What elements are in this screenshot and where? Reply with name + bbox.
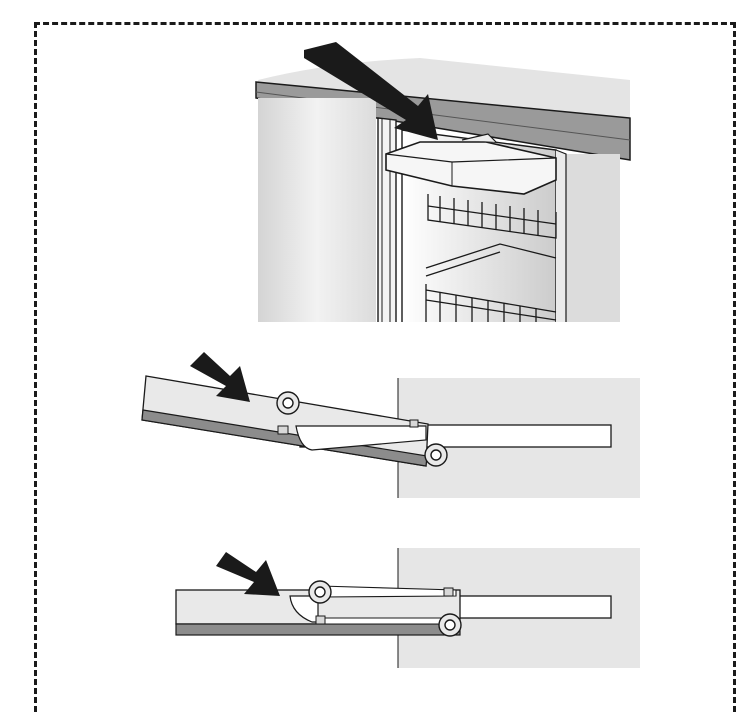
fridge-side-wall	[258, 98, 376, 324]
push-arrow-icon	[304, 42, 438, 140]
pivot-icon	[308, 580, 332, 604]
push-arrow-icon	[216, 552, 280, 596]
hinge-detail-closed-panel	[175, 548, 640, 668]
pivot-icon	[276, 391, 300, 415]
fridge-overview-panel	[255, 42, 631, 326]
door-frame	[377, 117, 397, 325]
hinge-detail-open-panel	[141, 352, 640, 498]
tilted-hinge-block	[141, 375, 429, 467]
instruction-diagram	[34, 22, 736, 712]
upper-basket	[427, 194, 557, 239]
hinge-cover-plate	[385, 141, 557, 195]
dashed-border-frame	[34, 22, 736, 712]
pivot-icon	[424, 443, 448, 467]
pivot-icon	[438, 613, 462, 637]
diagram-canvas	[141, 42, 640, 668]
fridge-right-wall	[566, 154, 620, 324]
lower-basket	[425, 243, 557, 324]
push-arrow-icon	[190, 352, 250, 402]
